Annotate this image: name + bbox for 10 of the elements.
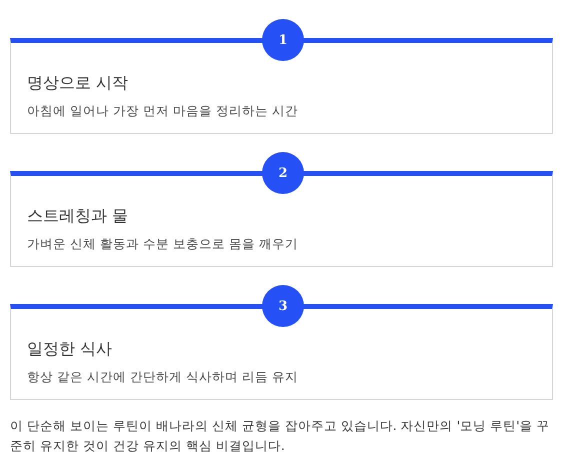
- step-description: 항상 같은 시간에 간단하게 식사하며 리듬 유지: [27, 369, 298, 386]
- step-heading: 명상으로 시작: [27, 73, 128, 94]
- caption-text: 이 단순해 보이는 루틴이 배나라의 신체 균형을 잡아주고 있습니다. 자신만의 '모닝 루틴'을 꾸준히 유지한 것이 건강 유지의 핵심 비결입니다.: [10, 417, 551, 455]
- step-description: 가벼운 신체 활동과 수분 보충으로 몸을 깨우기: [27, 236, 298, 253]
- step-number-badge: 2: [262, 152, 304, 194]
- step-description: 아침에 일어나 가장 먼저 마음을 정리하는 시간: [27, 103, 298, 120]
- step-heading: 일정한 식사: [27, 339, 112, 360]
- step-number-badge: 1: [262, 19, 304, 61]
- step-heading: 스트레칭과 물: [27, 206, 128, 227]
- step-number-badge: 3: [262, 285, 304, 327]
